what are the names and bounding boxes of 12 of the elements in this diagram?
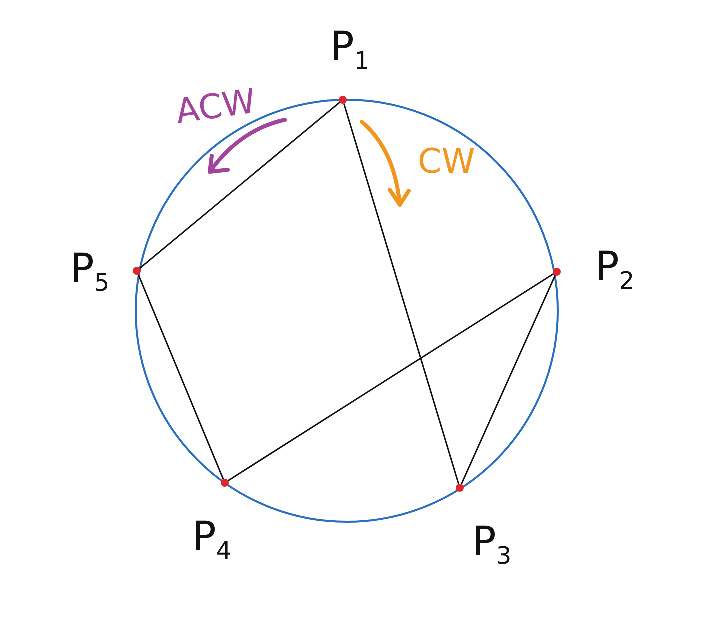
chord-line	[460, 275, 556, 485]
point-label: P$_{3}$	[472, 522, 512, 568]
chord-line	[228, 274, 554, 482]
chord-line	[343, 104, 460, 484]
chord-line	[138, 274, 224, 480]
point-label: P$_{1}$	[330, 27, 370, 73]
direction-label: ACW	[174, 84, 258, 130]
chord-line	[140, 102, 340, 270]
point-label: P$_{4}$	[192, 517, 232, 563]
point-label: P$_{5}$	[70, 249, 110, 295]
point-label: P$_{2}$	[595, 247, 635, 293]
direction-label: CW	[418, 145, 476, 179]
